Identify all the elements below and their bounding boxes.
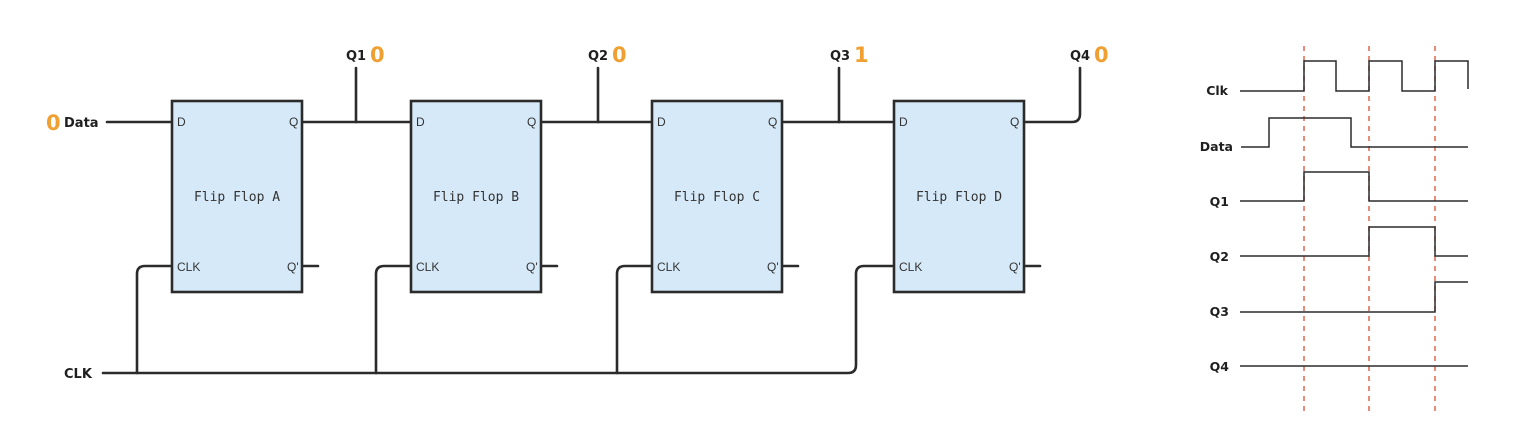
- q1-output-value: 0: [370, 43, 385, 67]
- clk-bus-wire: [101, 264, 896, 375]
- pin-q-label: Q: [527, 115, 536, 129]
- waveform-q2: [1240, 226, 1468, 257]
- flip-flop-d: D Q Flip Flop D CLK Q': [892, 99, 1026, 294]
- waveform-q1: [1240, 171, 1468, 202]
- flip-flop-a: D Q Flip Flop A CLK Q': [170, 99, 304, 294]
- timing-label-q3: Q3: [1210, 304, 1229, 319]
- waveform-data: [1241, 117, 1468, 148]
- timing-label-q4: Q4: [1210, 359, 1230, 374]
- pin-q-label: Q: [289, 115, 298, 129]
- pin-q-label: Q: [1010, 115, 1019, 129]
- timing-label-clk: Clk: [1206, 83, 1228, 98]
- flip-flop-box: [892, 99, 1026, 294]
- pin-q-label: Q: [768, 115, 777, 129]
- pin-clk-label: CLK: [899, 260, 922, 274]
- clk-input-label: CLK: [64, 367, 93, 382]
- clk-branch-b: [374, 264, 413, 375]
- pin-qbar-label: Q': [287, 260, 299, 274]
- q1-output-label: Q1: [346, 49, 366, 64]
- circuit-wires: [101, 66, 1082, 375]
- pin-d-label: D: [177, 115, 186, 129]
- q2-output-value: 0: [612, 43, 627, 67]
- pin-clk-label: CLK: [177, 260, 200, 274]
- q4-wire: [1022, 66, 1082, 124]
- pin-clk-label: CLK: [657, 260, 680, 274]
- pin-d-label: D: [657, 115, 666, 129]
- pin-qbar-label: Q': [767, 260, 779, 274]
- q4-output-label: Q4: [1070, 49, 1090, 64]
- timing-label-data: Data: [1200, 139, 1233, 154]
- data-input-value: 0: [46, 111, 61, 135]
- pin-clk-label: CLK: [416, 260, 439, 274]
- flip-flop-b: D Q Flip Flop B CLK Q': [409, 99, 543, 294]
- waveform-q3: [1240, 281, 1468, 313]
- data-input-label: Data: [64, 116, 99, 131]
- flip-flop-name: Flip Flop B: [433, 190, 519, 205]
- flip-flop-box: [409, 99, 543, 294]
- pin-qbar-label: Q': [526, 260, 538, 274]
- flip-flop-c: D Q Flip Flop C CLK Q': [650, 99, 784, 294]
- waveform-clk: [1240, 60, 1469, 92]
- flip-flop-name: Flip Flop D: [916, 190, 1002, 205]
- flip-flop-name: Flip Flop A: [194, 190, 280, 205]
- pin-d-label: D: [416, 115, 425, 129]
- timing-label-q1: Q1: [1210, 194, 1229, 209]
- clk-branch-a: [135, 264, 174, 375]
- clk-branch-c: [615, 264, 654, 375]
- q4-output-value: 0: [1094, 43, 1109, 67]
- pin-d-label: D: [899, 115, 908, 129]
- flip-flop-name: Flip Flop C: [674, 190, 760, 205]
- pin-qbar-label: Q': [1009, 260, 1021, 274]
- flip-flop-box: [650, 99, 784, 294]
- q3-output-label: Q3: [830, 49, 850, 64]
- timing-diagram: Clk Data Q1 Q2 Q3 Q4: [1200, 46, 1469, 416]
- flip-flop-box: [170, 99, 304, 294]
- timing-label-q2: Q2: [1210, 249, 1229, 264]
- q2-output-label: Q2: [588, 49, 608, 64]
- q3-output-value: 1: [854, 43, 869, 67]
